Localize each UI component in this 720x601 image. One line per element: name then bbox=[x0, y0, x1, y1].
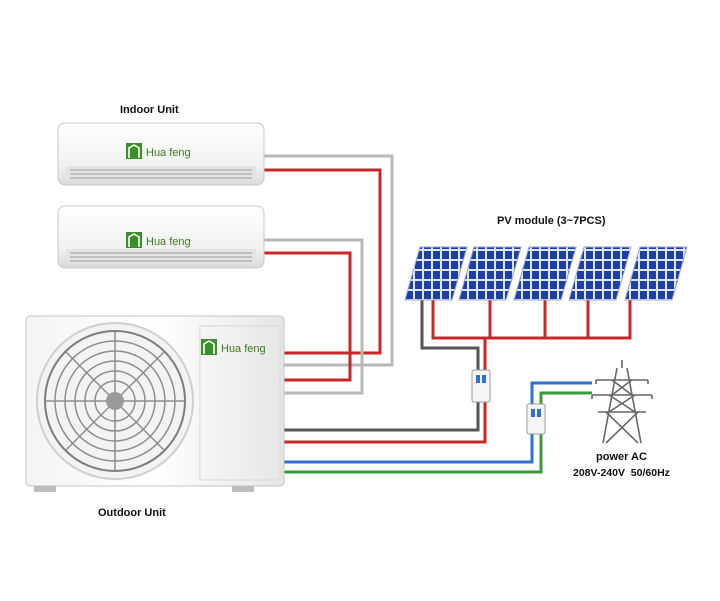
hua-feng-logo-icon bbox=[126, 232, 142, 248]
wiring bbox=[262, 154, 632, 474]
brand-name-outdoor: Hua feng bbox=[221, 343, 266, 355]
indoor-unit-2: Hua feng bbox=[57, 205, 265, 269]
transmission-tower-icon bbox=[591, 360, 653, 444]
brand-name-indoor-1: Hua feng bbox=[146, 147, 191, 159]
indoor-unit-1: Hua feng bbox=[57, 122, 265, 186]
brand-name-indoor-2: Hua feng bbox=[146, 236, 191, 248]
voltage-label: 208V-240V 50/60Hz bbox=[573, 467, 670, 479]
pv-panel bbox=[458, 246, 522, 301]
pv-panel bbox=[404, 246, 468, 301]
hua-feng-logo-icon bbox=[201, 339, 217, 355]
pv-module-array bbox=[404, 246, 688, 301]
outdoor-unit: Hua feng bbox=[25, 315, 285, 492]
indoor-unit-label: Indoor Unit bbox=[120, 104, 179, 116]
power-ac-label: power AC bbox=[596, 451, 647, 463]
circuit-breaker-icon bbox=[526, 403, 546, 435]
fan-icon bbox=[36, 322, 194, 480]
circuit-breaker-icon bbox=[471, 369, 491, 403]
pv-module-label: PV module (3~7PCS) bbox=[497, 215, 606, 227]
pv-panel bbox=[568, 246, 632, 301]
hua-feng-logo-icon bbox=[126, 143, 142, 159]
pv-panel bbox=[624, 246, 688, 301]
outdoor-unit-label: Outdoor Unit bbox=[98, 507, 166, 519]
pv-panel bbox=[513, 246, 577, 301]
